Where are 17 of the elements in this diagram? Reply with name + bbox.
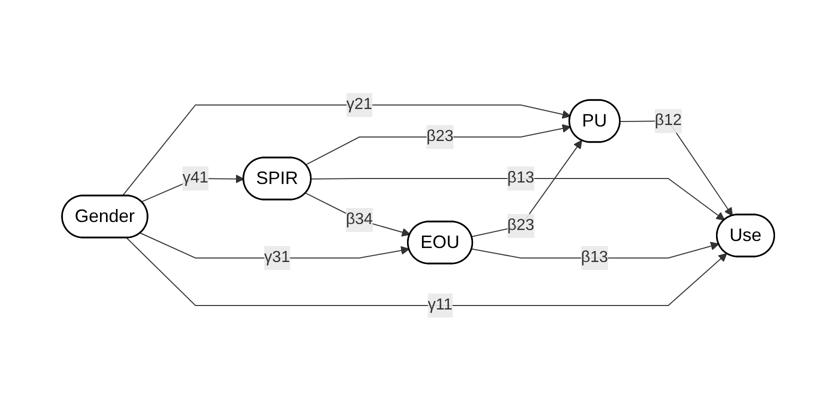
arrow [122, 104, 572, 196]
edge-label: β23 [508, 216, 535, 234]
arrow [140, 232, 410, 258]
edge-label: β34 [346, 210, 374, 228]
edge-label: γ21 [346, 96, 373, 113]
arrow [311, 178, 726, 220]
edge-label: β12 [655, 112, 682, 129]
edge-label: β13 [581, 248, 608, 266]
arrow [126, 237, 728, 306]
edge-label: γ11 [428, 296, 453, 314]
arrow [472, 140, 582, 237]
arrow [306, 192, 411, 236]
edge-label: γ31 [264, 248, 290, 266]
edge-label: β13 [508, 169, 535, 186]
arrow [306, 124, 572, 166]
edge-label: β23 [426, 128, 454, 145]
edge-label: γ41 [182, 169, 209, 186]
